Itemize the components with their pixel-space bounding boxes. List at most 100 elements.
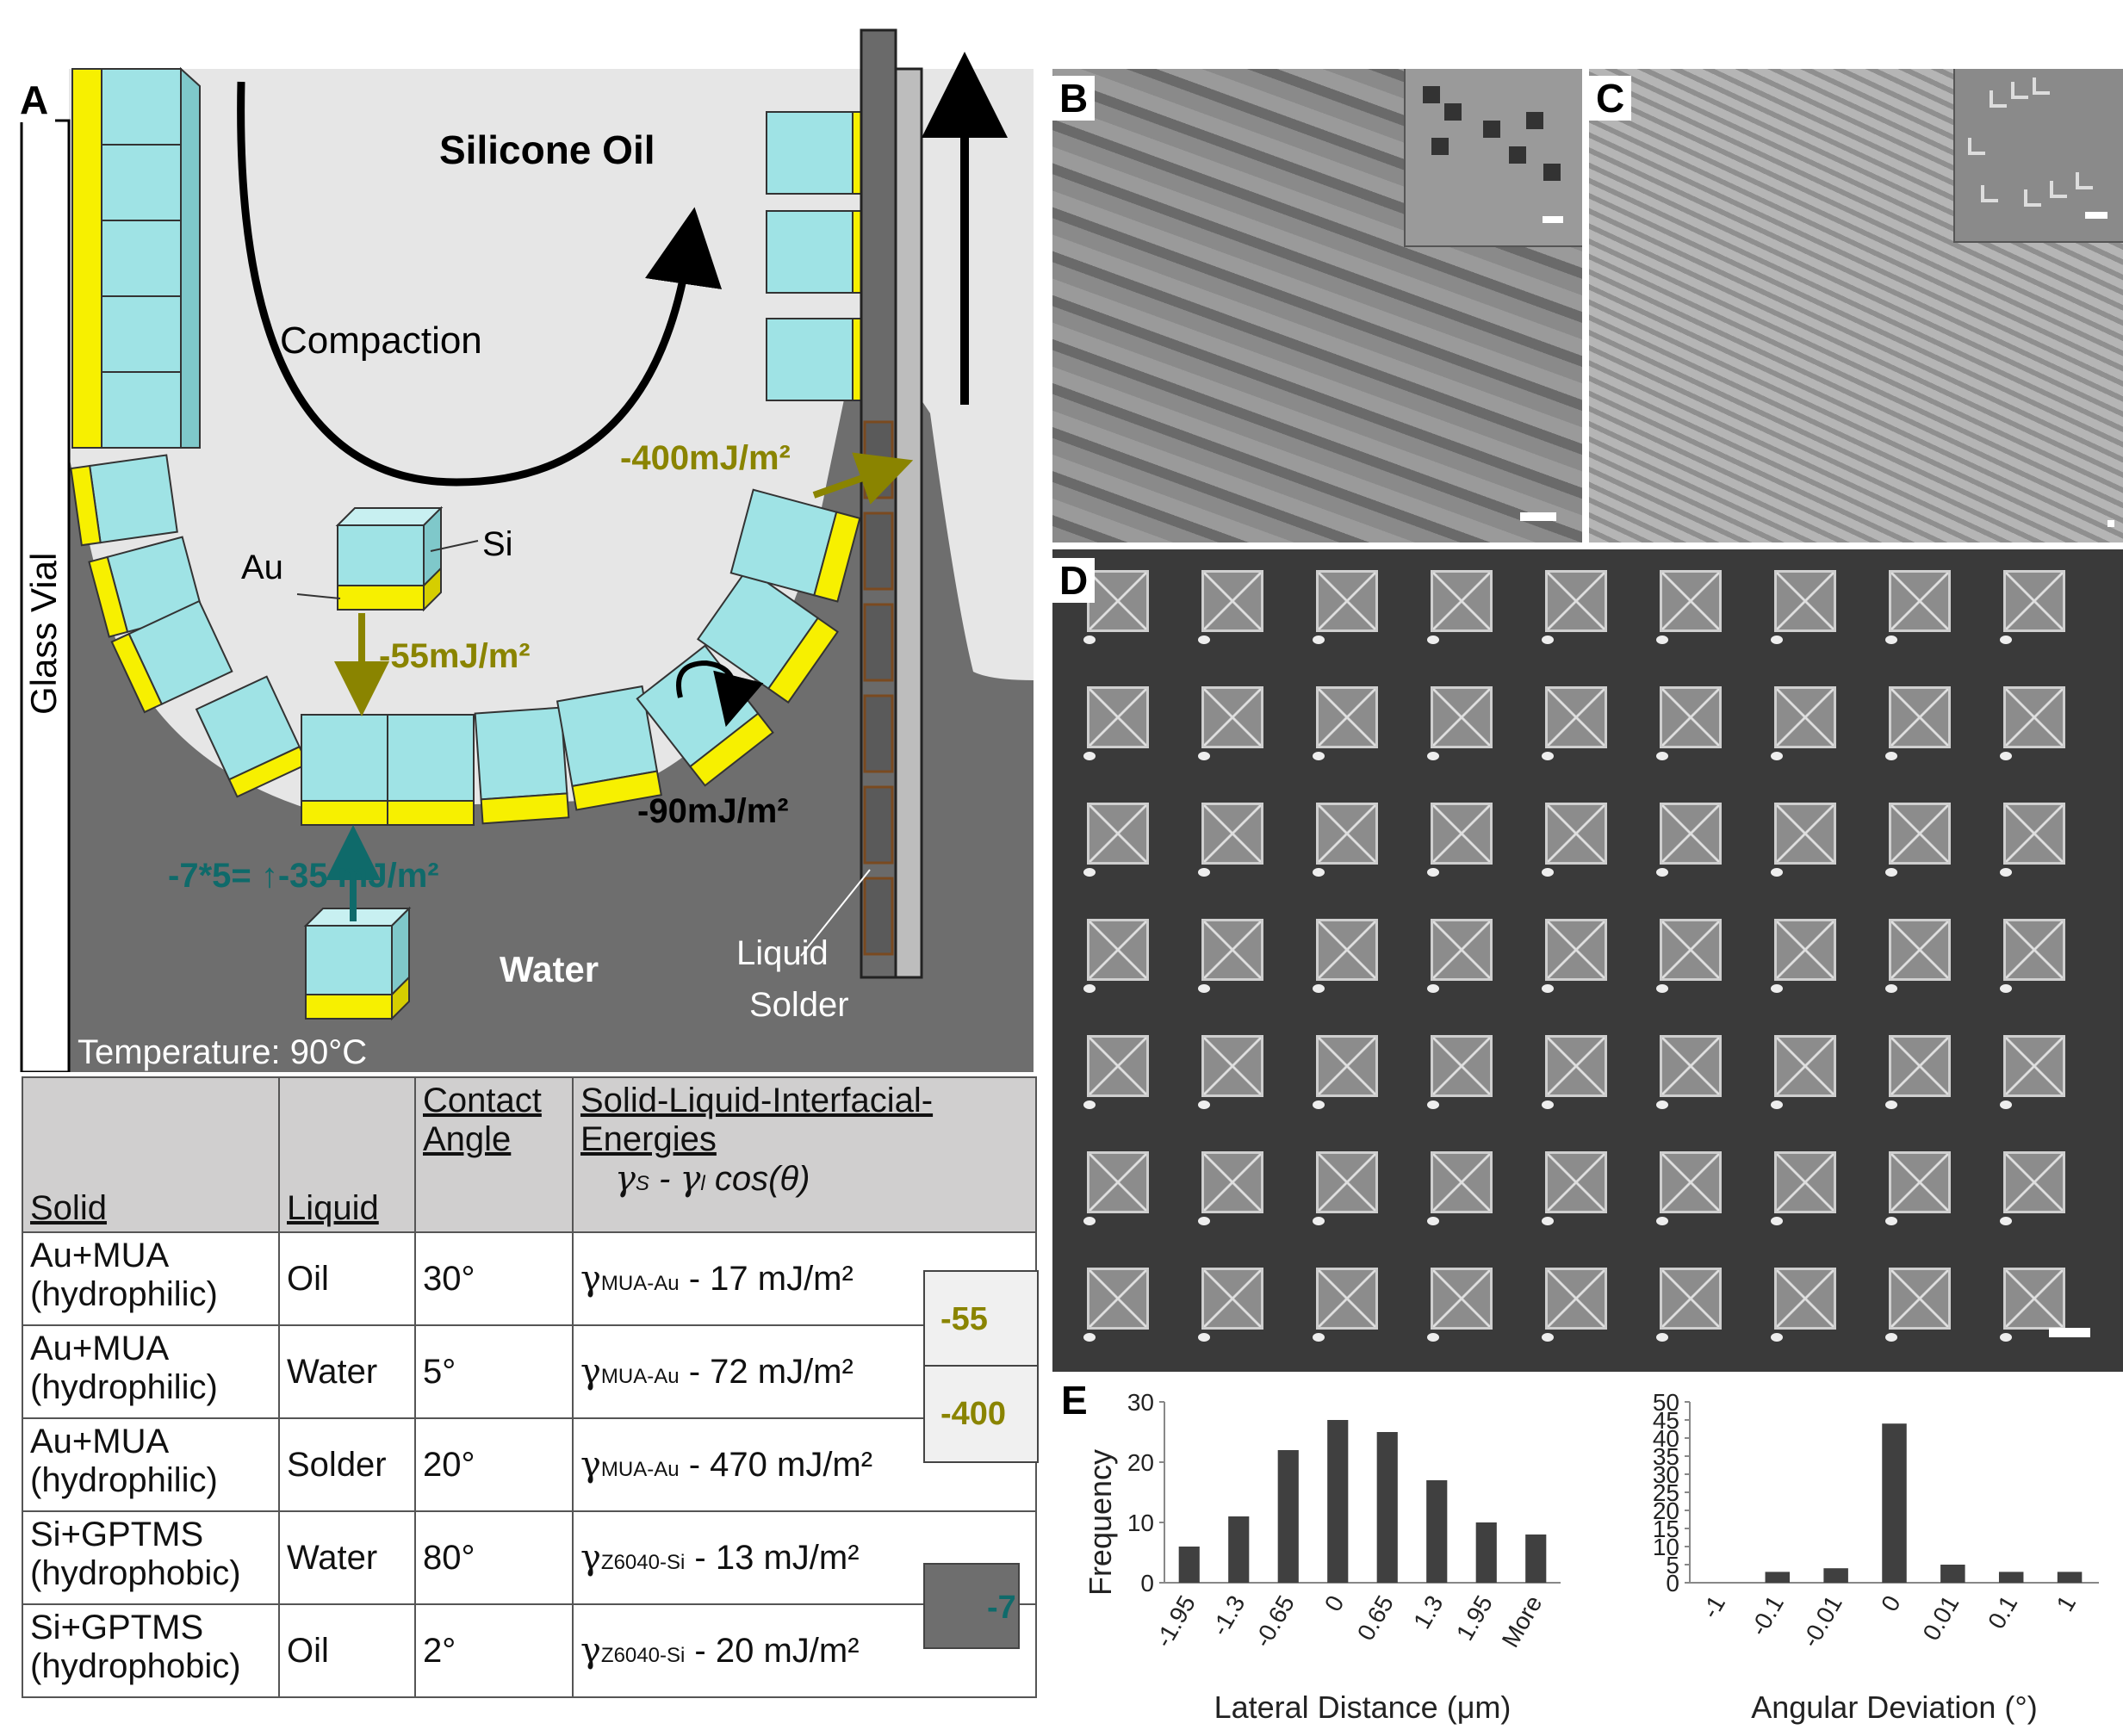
solder-dot [1771, 752, 1783, 760]
side-box-400: -400 [923, 1365, 1039, 1463]
bonded-pad [1545, 1151, 1607, 1213]
y-tick-label: 10 [1653, 1534, 1679, 1560]
solder-dot [1198, 636, 1210, 644]
bonded-pad [1087, 1151, 1149, 1213]
y-tick-label: 5 [1666, 1552, 1679, 1578]
x-tick-label: 0.01 [1917, 1591, 1964, 1646]
solder-dot [1313, 1217, 1325, 1225]
header-formula: γS - γl cos(θ) [615, 1159, 810, 1199]
histogram-bar [1426, 1480, 1448, 1583]
solder-dot [1885, 636, 1897, 644]
bonded-pad [1431, 570, 1493, 632]
solder-dot [1083, 868, 1096, 877]
x-tick-label: -0.65 [1249, 1591, 1300, 1652]
panel-letter-d: D [1052, 558, 1096, 603]
solder-dot [1083, 1217, 1096, 1225]
energy-400-label: -400mJ/m² [620, 439, 791, 477]
solder-dot [2000, 984, 2012, 993]
side-box-7: -7 [923, 1563, 1020, 1649]
histogram-bar [1327, 1420, 1349, 1583]
histogram-bar [1376, 1432, 1398, 1583]
arrow-400 [812, 452, 914, 505]
table-row: Au+MUA(hydrophilic) Solder 20° γMUA-Au -… [22, 1417, 1037, 1512]
histogram-bar [1940, 1565, 1965, 1583]
bonded-pad [1774, 1035, 1836, 1097]
bonded-pad [1201, 1035, 1263, 1097]
solder-dot [1885, 1217, 1897, 1225]
bonded-pad [1087, 919, 1149, 981]
solder-dot [1198, 1217, 1210, 1225]
table-row: Au+MUA(hydrophilic) Water 5° γMUA-Au - 7… [22, 1324, 1037, 1419]
y-tick-label: 10 [1127, 1510, 1154, 1536]
liquid-label: Liquid [736, 934, 829, 972]
panel-letter-c: C [1589, 76, 1632, 121]
solder-dot [1198, 868, 1210, 877]
bonded-pad [1201, 570, 1263, 632]
panel-letter-a: A [13, 78, 56, 122]
solder-dot [2000, 636, 2012, 644]
panel-c-inset [1953, 69, 2123, 243]
solder-dot [2000, 752, 2012, 760]
side-box-55: -55 [923, 1270, 1039, 1368]
bonded-pad [1545, 1268, 1607, 1330]
solder-dot [1313, 1100, 1325, 1109]
bonded-pad [1431, 1035, 1493, 1097]
solder-dot [1771, 636, 1783, 644]
solder-dot [1313, 868, 1325, 877]
bonded-pad [1431, 1268, 1493, 1330]
pad-array [1052, 549, 2123, 1372]
solder-dot [1542, 636, 1554, 644]
bonded-pad [1889, 803, 1951, 865]
bonded-pad [1201, 1151, 1263, 1213]
solder-dot [1542, 1100, 1554, 1109]
bonded-pad [1431, 1151, 1493, 1213]
solder-dot [1656, 1333, 1668, 1342]
y-tick-label: 20 [1653, 1497, 1679, 1524]
solder-dot [1198, 1100, 1210, 1109]
bonded-pad [1087, 803, 1149, 865]
x-tick-label: 1.3 [1408, 1591, 1448, 1634]
bonded-pad [1660, 1035, 1722, 1097]
bonded-pad [1201, 803, 1263, 865]
solder-dot [1427, 868, 1439, 877]
floating-cube [335, 505, 444, 612]
y-tick-label: 25 [1653, 1479, 1679, 1506]
bonded-pad [1889, 919, 1951, 981]
bonded-pad [1545, 803, 1607, 865]
solder-dot [2000, 1217, 2012, 1225]
scale-bar [2085, 212, 2107, 219]
solder-dot [1083, 984, 1096, 993]
histogram-bar [1882, 1423, 1907, 1583]
solder-dot [1771, 1333, 1783, 1342]
solder-dot [1313, 636, 1325, 644]
solder-dot [1771, 1100, 1783, 1109]
energy-35-label: -7*5= ↑-35 mJ/m² [168, 857, 439, 895]
header-liquid: Liquid [287, 1189, 379, 1227]
y-tick-label: 20 [1127, 1449, 1154, 1476]
solder-dot [1427, 636, 1439, 644]
solder-dot [1885, 1333, 1897, 1342]
bonded-pad [2003, 1268, 2065, 1330]
bonded-pad [1660, 803, 1722, 865]
solder-dot [1656, 1217, 1668, 1225]
solder-dot [1427, 752, 1439, 760]
solder-dot [1083, 1333, 1096, 1342]
compaction-arrow [237, 81, 723, 487]
header-solid: Solid [30, 1189, 107, 1227]
solder-dot [1198, 984, 1210, 993]
bonded-pad [1316, 1035, 1378, 1097]
histogram-bar [1823, 1568, 1848, 1583]
x-tick-label: -1 [1697, 1591, 1730, 1623]
solder-dot [1656, 752, 1668, 760]
scale-bar [1543, 216, 1563, 223]
table-row: Au+MUA(hydrophilic) Oil 30° γMUA-Au - 17… [22, 1231, 1037, 1326]
solder-dot [1885, 984, 1897, 993]
solder-dot [1771, 1217, 1783, 1225]
bonded-pad [1889, 686, 1951, 748]
x-tick-label: 1 [2052, 1591, 2082, 1616]
energy-55-label: -55mJ/m² [379, 637, 531, 675]
table-row: Si+GPTMS(hydrophobic) Oil 2° γZ6040-Si -… [22, 1603, 1037, 1698]
glass-vial [20, 119, 71, 1072]
